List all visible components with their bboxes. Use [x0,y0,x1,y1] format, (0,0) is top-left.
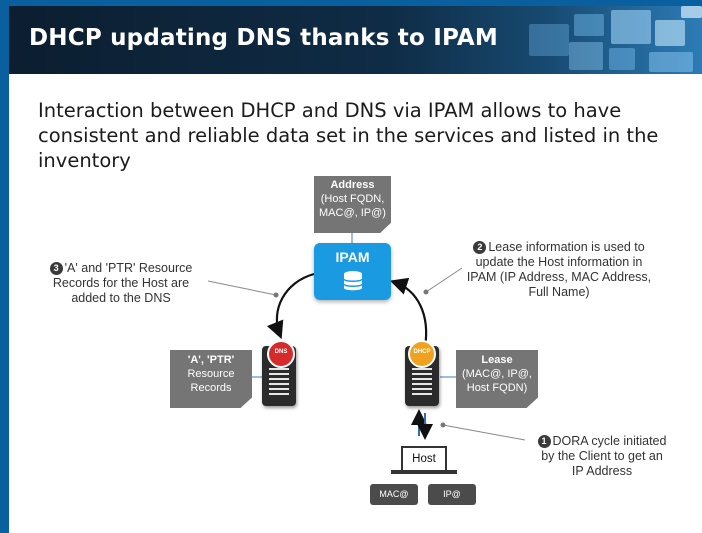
dns-records-heading: 'A', 'PTR' [187,354,235,366]
dhcp-globe-icon: DHCP [408,340,436,368]
address-line2: MAC@, IP@) [319,207,386,219]
step3-line3: added to the DNS [71,291,171,305]
step1-pointer [442,424,526,441]
ip-address-pill: IP@ [428,484,476,505]
step2-line4: Full Name) [528,285,590,299]
dns-records-line1: Resource [187,368,235,380]
address-callout: Address (Host FQDN, MAC@, IP@) [314,176,391,233]
step1-line1: DORA cycle initiated [552,434,667,448]
step1-number-badge: 1 [537,435,551,448]
slide-subtitle: Interaction between DHCP and DNS via IPA… [38,99,659,172]
lease-heading: Lease [481,354,513,366]
dhcp-to-ipam-arrow [389,277,428,348]
step2-line1: Lease information is used to [488,240,645,254]
host-laptop: Host [401,446,447,472]
step3-line2: Records for the Host are [52,276,190,290]
step2-line3: IPAM (IP Address, MAC Address, [466,270,652,284]
dhcp-badge: DHCP [413,349,431,355]
lease-line2: Host FQDN) [466,382,528,394]
mac-address-pill: MAC@ [370,484,418,505]
dns-records-callout: 'A', 'PTR' Resource Records [170,350,252,408]
step2-number-badge: 2 [473,241,487,254]
database-icon [343,271,363,291]
step3-note: 3'A' and 'PTR' Resource Records for the … [36,261,206,306]
lease-line1: (MAC@, IP@, [461,368,532,380]
title-bar: DHCP updating DNS thanks to IPAM [9,6,702,74]
left-accent-bar [0,0,9,533]
step3-number-badge: 3 [49,262,63,275]
ipam-box: IPAM [314,243,391,300]
step3-line1: 'A' and 'PTR' Resource [64,261,193,275]
dns-records-line2: Records [190,382,232,394]
address-heading: Address [330,179,375,191]
ipam-to-dns-arrow [266,272,315,340]
step3-pointer [207,280,277,296]
dns-globe-icon: DNS [267,340,295,368]
host-laptop-base [391,470,457,474]
address-line1: (Host FQDN, [320,193,385,205]
top-accent-rule [9,0,702,6]
step2-line2: update the Host information in [475,255,643,269]
step1-line2: by the Client to get an [541,449,663,463]
lease-callout: Lease (MAC@, IP@, Host FQDN) [456,350,538,408]
ipam-label: IPAM [335,249,370,265]
step2-pointer [425,267,463,293]
dns-badge: DNS [274,349,288,355]
step1-line3: IP Address [571,464,633,478]
slide-title: DHCP updating DNS thanks to IPAM [29,25,498,51]
